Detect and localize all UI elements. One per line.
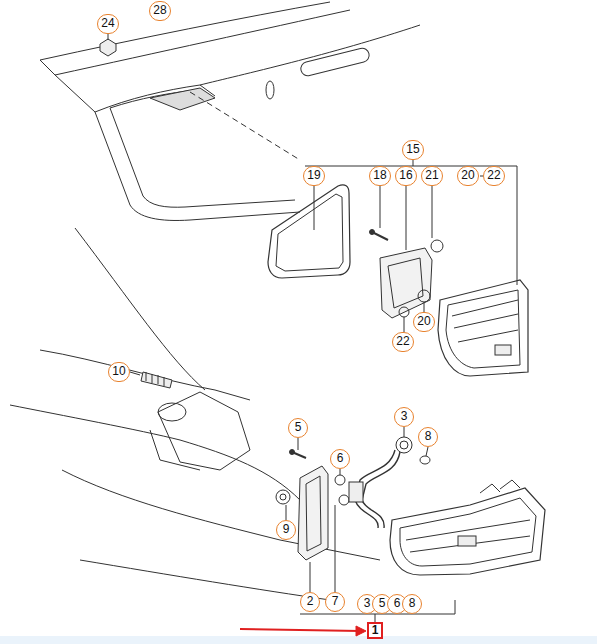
callout-number: 19 <box>303 166 324 186</box>
callout-number: 3 <box>394 407 414 427</box>
callout-number: 21 <box>421 166 442 186</box>
callout-number: 24 <box>97 14 118 34</box>
callout-number: 10 <box>108 362 129 382</box>
callout-number: 8 <box>418 427 438 447</box>
callout-number: 6 <box>330 449 350 469</box>
callout-number: 7 <box>325 592 345 612</box>
callout-number: 28 <box>149 1 170 21</box>
callout-number: 22 <box>392 332 413 352</box>
callout-number: 20 <box>413 312 434 332</box>
callout-number: 20 <box>457 166 478 186</box>
callout-number: 16 <box>395 166 416 186</box>
callout-number: 5 <box>288 418 308 438</box>
highlighted-callout: 1 <box>367 622 384 639</box>
callout-number: 9 <box>276 520 296 540</box>
callout-number: 8 <box>402 594 422 614</box>
callout-number: 2 <box>300 592 320 612</box>
callout-number: 22 <box>483 166 504 186</box>
callout-number: 18 <box>369 166 390 186</box>
callout-number: 15 <box>402 140 423 160</box>
